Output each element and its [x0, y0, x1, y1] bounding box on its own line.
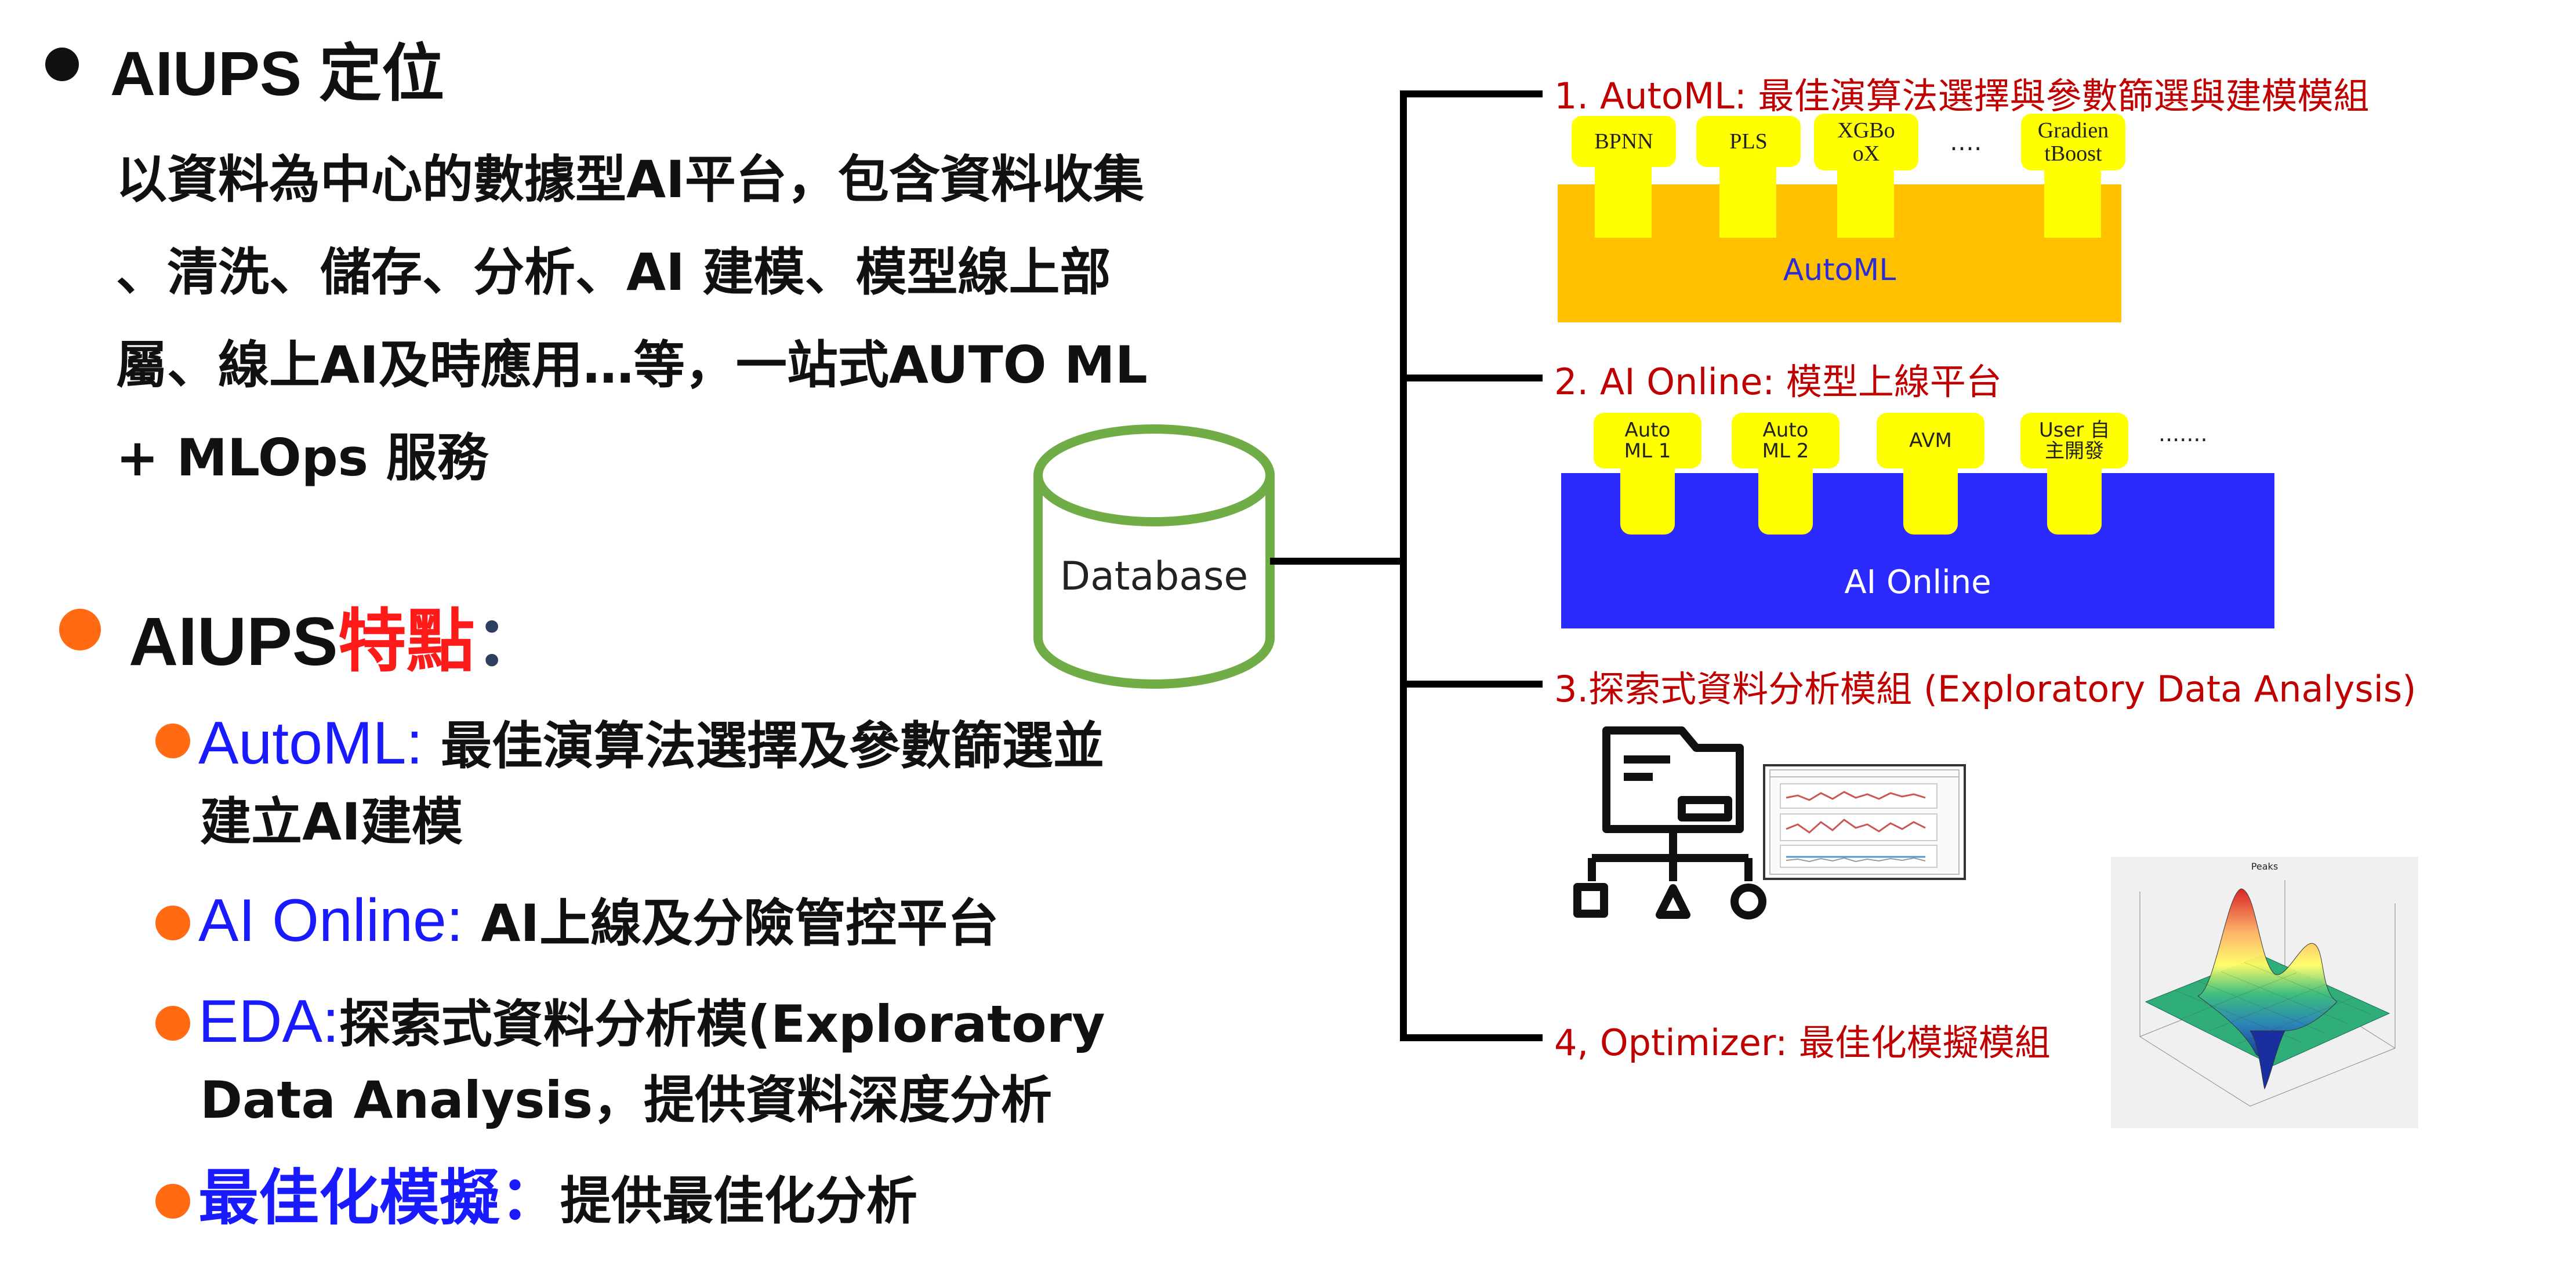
heading-features: AIUPS特點：: [129, 586, 543, 685]
section-title-ai-online: 2. AI Online: 模型上線平台: [1554, 361, 2002, 403]
bullet-dot-orange: [155, 906, 190, 940]
para-line: + MLOps 服務: [116, 428, 488, 488]
para-line: 以資料為中心的數據型AI平台，包含資料收集: [116, 150, 1144, 209]
feature-key: 最佳化模擬：: [198, 1162, 561, 1233]
model-chip-avm: AVM: [1877, 413, 1984, 468]
feature-optimizer: 最佳化模擬：提供最佳化分析: [198, 1163, 917, 1236]
chips-ellipsis: ….: [1950, 128, 1982, 156]
feature-key: AutoML:: [198, 710, 423, 777]
heading-features-prefix: AIUPS: [129, 604, 338, 680]
chip-stem: [1758, 458, 1813, 535]
feature-ai-online: AI Online: AI上線及分險管控平台: [198, 886, 999, 958]
heading-positioning: AIUPS 定位: [110, 38, 445, 108]
positioning-paragraph: 以資料為中心的數據型AI平台，包含資料收集 、清洗、儲存、分析、AI 建模、模型…: [116, 133, 1148, 504]
algo-chip-bpnn: BPNN: [1572, 116, 1676, 167]
automl-bar-label: AutoML: [1783, 253, 1896, 288]
feature-text-line2: Data Analysis，提供資料深度分析: [200, 1070, 1053, 1130]
feature-text: 提供最佳化分析: [560, 1171, 918, 1231]
para-line: 、清洗、儲存、分析、AI 建模、模型線上部: [116, 242, 1111, 302]
bullet-dot-orange: [155, 1006, 190, 1041]
feature-text: 探索式資料分析模(Exploratory: [339, 994, 1105, 1054]
eda-report-thumbnail: [1763, 764, 1966, 880]
feature-text: 最佳演算法選擇及參數篩選並: [423, 716, 1104, 776]
model-chip-user: User 自 主開發: [2020, 413, 2128, 468]
chip-stem: [1903, 458, 1958, 535]
peaks-surface-plot: Peaks: [2111, 857, 2418, 1128]
peaks-title: Peaks: [2251, 861, 2278, 872]
para-line: 屬、線上AI及時應用…等，一站式AUTO ML: [116, 335, 1148, 395]
tree-lines: [1270, 90, 1543, 1041]
database-cylinder: [1033, 424, 1275, 689]
feature-key: EDA:: [198, 988, 339, 1055]
algo-chip-pls: PLS: [1696, 116, 1801, 167]
section-title-automl: 1. AutoML: 最佳演算法選擇與參數篩選與建模模組: [1554, 75, 2370, 117]
feature-text: AI上線及分險管控平台: [463, 893, 999, 953]
heading-features-highlight: 特點: [338, 604, 475, 680]
bullet-dot-orange: [155, 1184, 190, 1219]
chip-stem: [1719, 157, 1776, 238]
feature-eda: EDA:探索式資料分析模(Exploratory: [198, 987, 1105, 1059]
data-folder-icon: [1573, 726, 1766, 919]
bullet-dot-orange: [59, 609, 101, 650]
model-chip-automl1: Auto ML 1: [1594, 413, 1701, 468]
ai-online-bar-label: AI Online: [1844, 564, 1991, 601]
section-title-optimizer: 4, Optimizer: 最佳化模擬模組: [1554, 1022, 2051, 1064]
chips-ellipsis: .......: [2158, 421, 2208, 446]
algo-chip-gradientboost: Gradien tBoost: [2021, 114, 2125, 170]
bullet-dot: [45, 48, 79, 81]
algo-chip-xgboost: XGBo oX: [1814, 114, 1918, 170]
feature-text-line2: 建立AI建模: [200, 792, 463, 852]
feature-key: AI Online:: [198, 887, 463, 954]
section-title-eda: 3.探索式資料分析模組 (Exploratory Data Analysis): [1554, 668, 2417, 710]
heading-features-colon: ：: [474, 604, 543, 680]
chip-stem: [1620, 458, 1675, 535]
chip-stem: [2047, 458, 2102, 535]
bullet-dot-orange: [155, 724, 190, 758]
database-label: Database: [1060, 554, 1249, 599]
feature-automl: AutoML: 最佳演算法選擇及參數篩選並: [198, 708, 1104, 781]
model-chip-automl2: Auto ML 2: [1732, 413, 1840, 468]
chip-stem: [1595, 157, 1652, 238]
